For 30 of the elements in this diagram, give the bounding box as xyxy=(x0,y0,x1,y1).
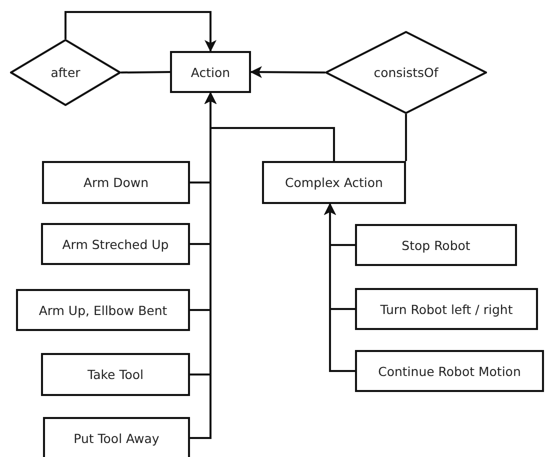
entity-box xyxy=(41,223,190,265)
connector-line xyxy=(324,203,355,372)
node-label: Action xyxy=(190,64,230,80)
entity-box xyxy=(42,161,190,204)
entity-box xyxy=(16,289,190,331)
node-label: Arm Down xyxy=(83,175,149,190)
relationship-diamond xyxy=(10,39,121,106)
connector-line xyxy=(190,92,216,439)
entity-box xyxy=(41,353,190,396)
node-label: Arm Streched Up xyxy=(62,236,169,252)
entity-box xyxy=(43,417,190,457)
entity-box xyxy=(355,224,517,266)
node-label: after xyxy=(50,65,80,80)
node-label: Turn Robot left / right xyxy=(380,302,513,316)
node-label: Complex Action xyxy=(285,175,383,190)
node-label: Take Tool xyxy=(88,367,144,382)
connector-line xyxy=(250,66,325,78)
relationship-diamond xyxy=(325,31,487,114)
node-label: consistsOf xyxy=(374,65,438,80)
node-label: Put Tool Away xyxy=(74,430,160,446)
entity-box xyxy=(355,350,544,392)
entity-box xyxy=(262,161,406,204)
connector-line xyxy=(64,11,216,52)
entity-box xyxy=(355,288,538,330)
node-label: Arm Up, Ellbow Bent xyxy=(38,302,168,318)
node-label: Stop Robot xyxy=(402,238,470,252)
entity-box xyxy=(170,51,251,93)
node-label: Continue Robot Motion xyxy=(378,364,521,378)
connector-line xyxy=(405,114,407,161)
connector-line xyxy=(120,71,170,74)
